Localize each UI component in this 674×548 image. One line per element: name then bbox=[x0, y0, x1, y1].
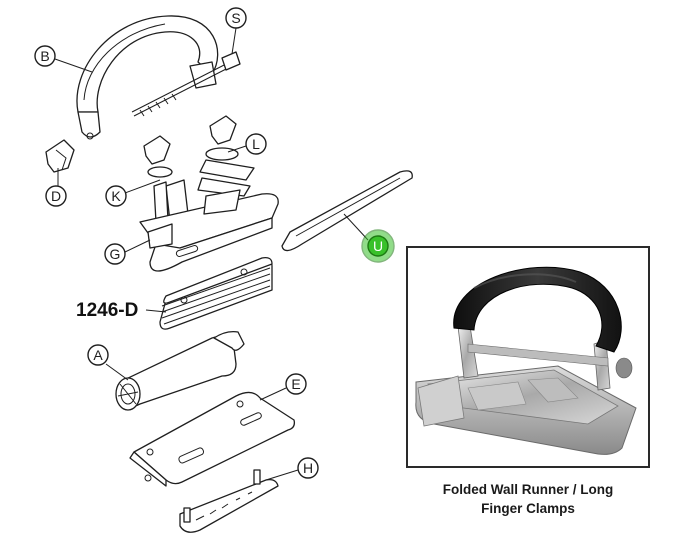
callout-d: D bbox=[45, 185, 67, 207]
thumb-knob-left bbox=[143, 135, 173, 178]
callout-l: L bbox=[245, 133, 267, 155]
photo-caption-line-2: Finger Clamps bbox=[481, 501, 575, 516]
callout-u-label: U bbox=[373, 238, 383, 254]
handle-part-b bbox=[76, 15, 219, 140]
thumb-knob-part-d bbox=[45, 139, 75, 173]
callout-s: S bbox=[225, 7, 247, 29]
callout-h: H bbox=[297, 457, 319, 479]
callout-l-label: L bbox=[252, 136, 260, 152]
mounting-plate-part-e bbox=[129, 391, 296, 487]
callout-h-label: H bbox=[303, 460, 313, 476]
callout-g: G bbox=[104, 243, 126, 265]
callout-b-label: B bbox=[40, 48, 49, 64]
callout-a-label: A bbox=[93, 347, 103, 363]
callout-b: B bbox=[34, 45, 56, 67]
product-photo-frame bbox=[406, 246, 650, 468]
callout-a: A bbox=[87, 344, 109, 366]
product-photo bbox=[415, 266, 637, 455]
callout-k-label: K bbox=[111, 188, 121, 204]
pad-stack-1246-d bbox=[159, 256, 273, 330]
clamp-finger-part-k bbox=[153, 179, 189, 223]
callout-g-label: G bbox=[110, 246, 121, 262]
clamp-finger-part-l bbox=[197, 159, 255, 197]
callout-e: E bbox=[285, 373, 307, 395]
callout-u-highlighted[interactable]: U bbox=[361, 229, 395, 263]
callout-d-label: D bbox=[51, 188, 61, 204]
threaded-rod-part-s bbox=[131, 51, 241, 117]
callout-k: K bbox=[105, 185, 127, 207]
thumb-knob-right bbox=[205, 115, 239, 161]
blade-part-u bbox=[281, 170, 413, 252]
callout-s-label: S bbox=[231, 10, 240, 26]
photo-caption-line-1: Folded Wall Runner / Long bbox=[442, 482, 614, 497]
leader-lines bbox=[54, 27, 369, 481]
roller-handle-part-a bbox=[115, 330, 245, 411]
strap-plate-part-h bbox=[179, 469, 279, 533]
part-number-label: 1246-D bbox=[76, 300, 138, 321]
callout-e-label: E bbox=[291, 376, 300, 392]
base-plate-part-g bbox=[139, 189, 279, 272]
photo-caption: Folded Wall Runner / Long Finger Clamps bbox=[406, 480, 650, 518]
